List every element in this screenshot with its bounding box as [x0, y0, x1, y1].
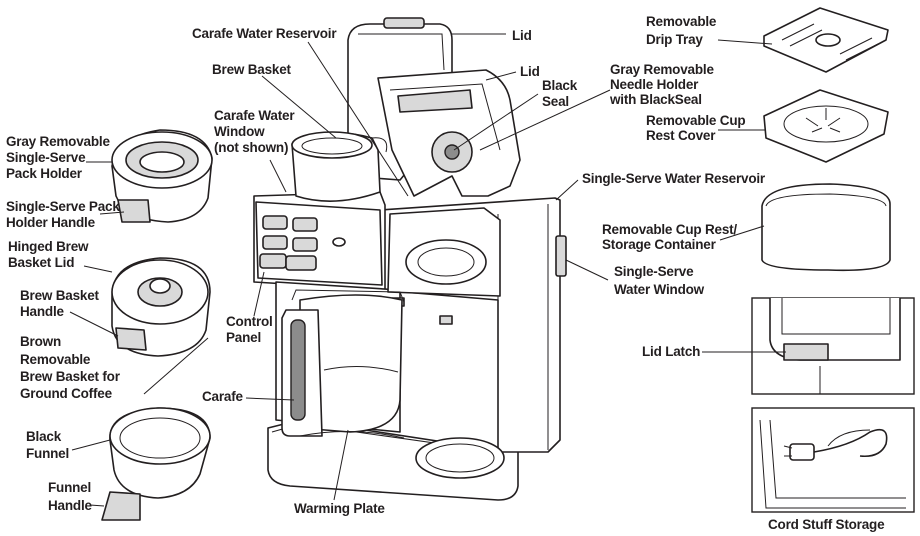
hinged-basket-illustration [111, 257, 211, 357]
label-cup-rest-cover-1: Removable Cup [646, 113, 745, 128]
label-drip-tray-2: Drip Tray [646, 32, 703, 47]
panel-button [292, 237, 318, 252]
label-gray-pack-holder-1: Gray Removable [6, 134, 110, 149]
label-single-serve-window-2: Water Window [614, 282, 705, 297]
label-control-panel-2: Panel [226, 330, 261, 345]
label-cord-storage: Cord Stuff Storage [768, 517, 885, 532]
brew-basket-handle-shape [115, 327, 147, 351]
panel-button [259, 253, 287, 269]
label-hinged-lid-1: Hinged Brew [8, 239, 89, 254]
drip-tray-illustration [763, 7, 889, 73]
label-gray-pack-holder-2: Single-Serve [6, 150, 86, 165]
label-brown-basket-1: Brown [20, 334, 61, 349]
base-plate [267, 419, 519, 501]
leader-lines [69, 33, 786, 507]
label-drip-tray-1: Removable [646, 14, 717, 29]
label-brew-basket-handle-2: Handle [20, 304, 65, 319]
panel-button [285, 255, 317, 271]
cup-rest-container-illustration [761, 183, 891, 272]
label-needle-holder-3: with BlackSeal [609, 92, 702, 107]
label-cup-rest-container-2: Storage Container [602, 237, 717, 252]
panel-button [262, 235, 288, 250]
black-seal-shape [444, 144, 460, 160]
label-carafe-water-window-2: Window [214, 124, 265, 139]
label-single-serve-reservoir: Single-Serve Water Reservoir [582, 171, 766, 186]
label-funnel-handle-1: Funnel [48, 480, 91, 495]
label-black-seal-2: Seal [542, 94, 569, 109]
label-brown-basket-2: Removable [20, 352, 91, 367]
single-serve-water-window-shape [555, 235, 567, 277]
panel-button [292, 217, 318, 232]
label-lid-single-serve: Lid [520, 64, 540, 79]
label-pack-holder-handle-2: Holder Handle [6, 215, 96, 230]
cord-storage-illustration [759, 419, 906, 509]
label-pack-holder-handle-1: Single-Serve Pack [6, 199, 120, 214]
label-cup-rest-cover-2: Rest Cover [646, 128, 716, 143]
label-brown-basket-3: Brew Basket for [20, 369, 121, 384]
label-warming-plate: Warming Plate [294, 501, 385, 516]
label-funnel-handle-2: Handle [48, 498, 93, 513]
label-carafe-water-window-3: (not shown) [214, 140, 288, 155]
label-carafe-water-window-1: Carafe Water [214, 108, 295, 123]
label-cup-rest-container-1: Removable Cup Rest/ [602, 222, 737, 237]
indicator-light [332, 237, 346, 247]
funnel-handle-shape [101, 491, 141, 521]
label-black-funnel-1: Black [26, 429, 62, 444]
pack-holder-handle-shape [117, 199, 151, 223]
labels: Carafe Water Reservoir Lid Lid Black Sea… [6, 14, 885, 532]
carafe-shape [299, 294, 403, 433]
label-lid: Lid [512, 28, 532, 43]
label-black-seal-1: Black [542, 78, 578, 93]
label-gray-pack-holder-3: Pack Holder [6, 166, 83, 181]
coffee-maker-illustration [253, 17, 567, 501]
label-carafe: Carafe [202, 389, 244, 404]
label-needle-holder-2: Needle Holder [610, 77, 699, 92]
cord-storage-inset [751, 407, 915, 513]
lid-latch-illustration [769, 298, 901, 394]
label-hinged-lid-2: Basket Lid [8, 255, 74, 270]
label-brew-basket: Brew Basket [212, 62, 292, 77]
label-black-funnel-2: Funnel [26, 446, 69, 461]
label-single-serve-window-1: Single-Serve [614, 264, 694, 279]
label-brew-basket-handle-1: Brew Basket [20, 288, 100, 303]
label-brown-basket-4: Ground Coffee [20, 386, 113, 401]
label-carafe-water-reservoir: Carafe Water Reservoir [192, 26, 337, 41]
black-funnel-illustration [101, 407, 211, 521]
label-needle-holder-1: Gray Removable [610, 62, 714, 77]
cup-rest-cover-illustration [763, 89, 889, 163]
gray-pack-holder-illustration [111, 129, 213, 223]
panel-button [262, 215, 288, 230]
label-lid-latch: Lid Latch [642, 344, 700, 359]
label-control-panel-1: Control [226, 314, 273, 329]
